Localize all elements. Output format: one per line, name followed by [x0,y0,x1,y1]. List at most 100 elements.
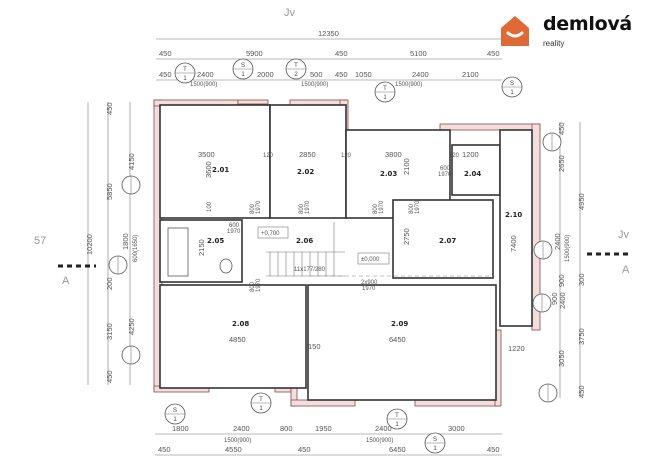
left-dimensions: 10200 450 5850 200 3150 450 4150 1800 60… [85,102,139,383]
dimension-label: A [622,264,630,276]
dimension-label: 1970 [438,172,452,178]
dimension-label: 1 [241,72,245,78]
dimension-label: 1 [383,95,387,101]
dimension-label: 1800 [121,233,130,250]
dimension-label: 3600 [204,161,213,178]
dimension-label: T [259,397,263,403]
dimension-label: 450 [159,49,172,58]
dimension-label: 600 [229,223,240,229]
dimension-label: 1 [183,76,187,82]
dimension-label: 1050 [355,70,372,79]
dimension-label: T [395,413,399,419]
room-2-01: 2.01 [212,166,229,174]
level-upper: +0,700 [261,231,280,237]
dimension-label: 120 [263,153,274,159]
marker-t1-top-right: T1 [374,81,396,103]
dimension-label: 4950 [577,193,586,210]
marker-t2-top: T2 [285,58,307,80]
handwritten-mark-top: Jv [284,7,296,19]
room-2-10: 2.10 [505,211,522,219]
marker-s1-top: S1 [232,58,254,80]
room-2-06: 2.06 [296,237,313,245]
section-mark-left: A [58,264,96,287]
level-ground: ±0,000 [361,257,380,263]
dimension-label: 2 [294,72,298,78]
section-mark-right: A [587,252,630,276]
dimension-label: 2100 [462,70,479,79]
dimension-label: 4850 [229,335,246,344]
dimension-label: 150 [308,342,321,351]
right-dimensions: 450 2650 2400 1500(900) 900 900 2400 305… [550,122,586,398]
brand-subtitle: reality [543,39,565,48]
dimension-label: 1500(900) [366,438,393,444]
dimension-label: S [510,81,514,87]
dimension-label: S [173,408,177,414]
top-dimensions: 12350 450 5900 450 5100 450 450 2400 150… [159,29,500,88]
dimension-label: 1 [433,446,437,452]
interior-dimensions: 3500 120 2850 120 3800 120 1200 3600 100… [197,150,525,353]
dimension-label: S [433,437,437,443]
dimension-label: 1500(900) [395,82,422,88]
dimension-label: 900 [550,292,559,305]
dimension-label: 450 [105,102,114,115]
dimension-label: 3800 [385,150,402,159]
marker-t1-bottom-right: T1 [386,408,408,430]
bathtub-icon [167,227,189,277]
dimension-label: 2400 [375,424,392,433]
dimension-label: 450 [158,445,171,454]
dimension-label: S [241,63,245,69]
dimension-label: 3050 [557,350,566,367]
dimension-label: 2400 [558,292,567,309]
dimension-label: 1970 [379,200,385,214]
dimension-label: 1950 [315,424,332,433]
dimension-label: 2150 [197,239,206,256]
dimension-label: 500 [310,70,323,79]
dimension-label: 2000 [257,70,274,79]
dimension-label: 1970 [227,229,241,235]
dimension-label: 1 [395,422,399,428]
door-labels: 800 1970 800 1970 800 1970 800 1970 600 … [227,166,452,292]
dimension-label: 120 [449,153,460,159]
dimension-label: 7400 [509,235,518,252]
marker-s1-left-top [121,175,141,195]
room-2-05: 2.05 [207,237,224,245]
dimension-label: 450 [335,49,348,58]
dimension-label: 450 [487,445,500,454]
dimension-label: 600(1650) [133,235,139,262]
dimension-label: 4150 [127,153,136,170]
dimension-label: 6450 [389,335,406,344]
dimension-label: 2850 [299,150,316,159]
bottom-dimensions: 1800 2400 1500(900) 800 1950 2400 1500(9… [158,424,500,454]
marker-t1-top-left: T1 [174,62,196,84]
dimension-label: 3750 [577,328,586,345]
dimension-label: 450 [557,122,566,135]
demlova-logo: demlová reality [499,14,632,48]
dimension-label: 600 [440,166,451,172]
dimension-label: 1500(900) [301,82,328,88]
brand-name: demlová [543,13,632,35]
dimension-label: 100 [207,201,213,212]
marker-t3-right [532,293,552,313]
room-labels: 2.01 2.02 2.03 2.04 2.05 2.06 2.07 2.08 … [207,166,522,328]
dimension-label: 450 [487,49,500,58]
stairs-icon [266,222,345,277]
dimension-label: 5100 [410,49,427,58]
room-2-08: 2.08 [232,320,249,328]
dimension-label: 1 [510,90,514,96]
exterior-walls [153,99,541,407]
dimension-label: 300 [577,273,586,286]
dimension-label: 3000 [448,424,465,433]
dimension-label: 4250 [127,318,136,335]
dimension-label: 5850 [105,183,114,200]
dimension-label: 1500(900) [565,235,571,262]
interior-walls [159,104,533,401]
marker-s1-top-right: S1 [501,76,523,98]
house-logo-icon [501,16,529,46]
stairs-label: 11x177/280 [294,267,326,273]
marker-s1-bottom-left: S1 [164,403,186,425]
handwritten-mark-right: Jv [618,229,630,241]
dimension-label: 800 [299,203,305,214]
room-2-03: 2.03 [380,170,397,178]
dimension-label: 1500(900) [224,438,251,444]
